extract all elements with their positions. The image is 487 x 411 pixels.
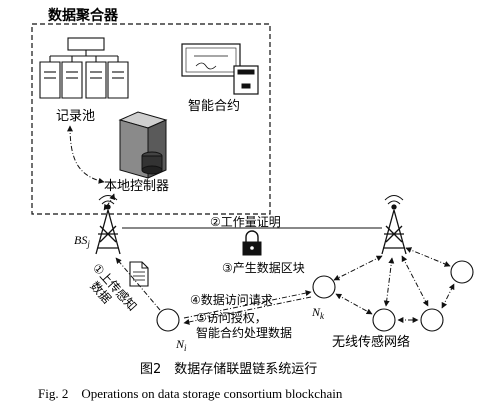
step5-label-line2: 智能合约处理数据 [196, 325, 292, 340]
pool-controller-arrow [67, 125, 105, 184]
network-label: 无线传感网络 [332, 334, 410, 350]
network-links [333, 247, 455, 323]
local-controller-label: 本地控制器 [104, 179, 169, 194]
aggregator-box [31, 23, 271, 215]
nk-label: Nk [311, 305, 325, 321]
authorization-arrow [183, 296, 312, 325]
smart-contract-icon [181, 43, 259, 95]
bs-tower-icon [95, 195, 121, 255]
step2-label: ②工作量证明 [210, 215, 281, 229]
caption-cn: 图2 数据存储联盟链系统运行 [140, 362, 317, 377]
document-icon [129, 261, 149, 287]
smart-contract-label: 智能合约 [188, 99, 240, 114]
right-tower-icon [381, 195, 407, 255]
upload-arrow [115, 257, 161, 311]
network-node [420, 308, 444, 332]
controller-to-bs-arrow [103, 193, 116, 211]
record-pool-icon [39, 37, 129, 99]
step4-label: ④数据访问请求 [190, 292, 273, 307]
request-arrow [183, 290, 312, 319]
network-node [372, 308, 396, 332]
record-pool-label: 记录池 [56, 109, 95, 124]
ni-label: Ni [175, 337, 187, 353]
lock-icon [242, 230, 262, 256]
node-ni [156, 308, 180, 332]
step5-label: ⑤访问授权， [196, 310, 267, 325]
node-nk [312, 275, 336, 299]
aggregator-title: 数据聚合器 [48, 7, 119, 24]
network-node [450, 260, 474, 284]
step3-label: ③产生数据区块 [222, 260, 305, 275]
local-controller-icon [118, 111, 168, 179]
bs-label: BSj [74, 233, 90, 249]
caption-en: Fig. 2 Operations on data storage consor… [38, 386, 343, 401]
network-nodes [372, 260, 474, 332]
